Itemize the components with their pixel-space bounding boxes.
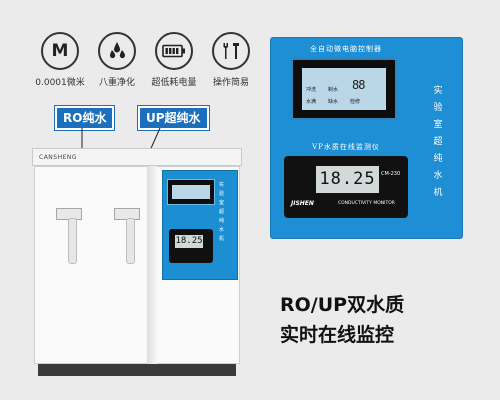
cabinet-base: [38, 364, 236, 376]
controller-display: 冲洗 制水 水满 缺水 检修 88: [291, 58, 397, 120]
water-drops-icon: [98, 32, 136, 70]
up-water-label: UP超纯水: [138, 106, 209, 130]
monitor-title: VP水质在线监测仪: [312, 143, 380, 151]
ro-outlet-pipe: [68, 218, 77, 264]
lcd-label: 缺水: [328, 99, 339, 105]
feature-purification: 八重净化: [82, 32, 152, 88]
m-letter-icon: M: [41, 32, 79, 70]
brand-logo: CANSHENG: [39, 154, 78, 161]
meter-model: CM-230: [381, 171, 401, 177]
meter-brand: JISHEN: [291, 200, 314, 207]
feature-label: 0.0001微米: [35, 78, 85, 88]
lcd-label: 检修: [350, 99, 361, 105]
controller-title: 全自动微电脑控制器: [310, 45, 382, 53]
feature-label: 超低耗电量: [151, 78, 197, 88]
battery-icon: [155, 32, 193, 70]
feature-precision: M 0.0001微米: [25, 32, 95, 88]
meter-reading: 18.25: [316, 166, 379, 193]
machine-blue-panel: 实验室超纯水机 18.25: [162, 170, 238, 280]
lcd-label: 制水: [328, 87, 339, 93]
mini-meter: 18.25: [169, 229, 213, 263]
ro-water-label: RO纯水: [55, 106, 115, 130]
headline-line-2: 实时在线监控: [280, 324, 395, 346]
vertical-title: 实验室超纯水机: [433, 86, 443, 198]
up-outlet-pipe: [126, 218, 135, 264]
water-purifier-machine: CANSHENG 实验室超纯水机 18.25: [32, 148, 242, 376]
cabinet-top: CANSHENG: [32, 148, 242, 166]
zoomed-control-panel: 全自动微电脑控制器 冲洗 制水 水满 缺水 检修 88 实验室超纯水机 VP水质…: [271, 38, 462, 238]
lcd-label: 水满: [306, 99, 317, 105]
mini-meter-reading: 18.25: [175, 235, 203, 248]
cabinet-side: [147, 166, 157, 364]
lcd-label: 冲洗: [306, 87, 317, 93]
mini-vertical-title: 实验室超纯水机: [219, 182, 225, 242]
feature-easy: 操作简易: [196, 32, 266, 88]
feature-label: 八重净化: [98, 78, 135, 88]
m-letter-glyph: M: [51, 41, 69, 61]
conductivity-meter: 18.25 CM-230 JISHEN CONDUCTIVITY MONITOR: [284, 156, 408, 218]
meter-caption: CONDUCTIVITY MONITOR: [338, 201, 395, 206]
feature-label: 操作简易: [212, 78, 249, 88]
feature-power: 超低耗电量: [139, 32, 209, 88]
tools-icon: [212, 32, 250, 70]
controller-lcd: 冲洗 制水 水满 缺水 检修 88: [302, 68, 386, 110]
mini-controller: [167, 179, 215, 205]
headline-line-1: RO/UP双水质: [280, 294, 405, 316]
